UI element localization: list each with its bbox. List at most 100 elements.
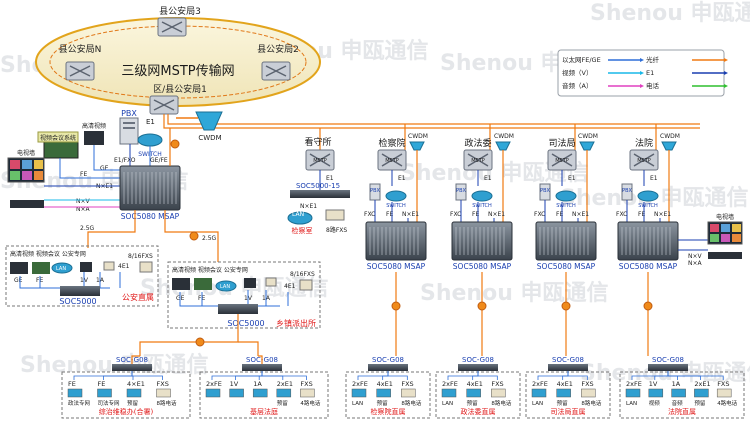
switch-label: SWITCH	[472, 203, 492, 209]
svg-text:SOC5000: SOC5000	[59, 297, 96, 306]
legend-item: 以太网FE/GE	[562, 55, 644, 64]
terminal-icon	[466, 388, 481, 398]
fxo-label: FXO	[364, 211, 376, 218]
g08-site-name: 基层法庭	[250, 407, 278, 416]
fe-label: FE	[386, 211, 393, 218]
g08-sub-label: 预留	[557, 399, 569, 407]
g08-site-name: 综治维稳办(合署)	[99, 407, 154, 416]
legend-item: 视频（V）	[562, 68, 644, 77]
svg-text:E1: E1	[146, 118, 155, 126]
svg-text:县公安局N: 县公安局N	[59, 43, 102, 55]
g08-sub-label: LAN	[352, 401, 363, 407]
g08-port-label: 4×E1	[127, 380, 145, 388]
site-frame	[619, 371, 745, 419]
g08-sub-label: 8路电话	[157, 399, 177, 407]
phone-icon	[325, 209, 345, 221]
ring-node-right: 县公安局2	[257, 43, 299, 81]
site-frame	[61, 371, 191, 419]
switch-icon	[137, 133, 163, 147]
cwdm-icon	[195, 111, 223, 131]
g08-port-label: 2xFE	[442, 380, 458, 388]
g08-site-name: 法院直属	[668, 407, 696, 416]
soc5000-device	[218, 304, 258, 314]
mstp-ring: 三级网MSTP传输网 县公安局3 县公安局N 县公安局2 区/县公安局1	[35, 5, 321, 115]
hd-camera-icon	[10, 262, 28, 274]
switch-label: SWITCH	[638, 203, 658, 209]
switch-label: SWITCH	[556, 203, 576, 209]
pbx-label: PBX	[370, 188, 380, 194]
g08-sub-label: 预留	[467, 399, 479, 407]
township-site: 高清视频 视频会议 公安专网 LAN GE FE 1V 1A 4E1 8/16F…	[139, 261, 321, 356]
lan-switch-icon	[215, 280, 237, 292]
g08-port-label: 2xE1	[694, 380, 710, 388]
e1-label: E1	[484, 175, 492, 182]
phone-icon	[299, 279, 313, 291]
legend-label: E1	[646, 69, 654, 77]
g08-port-label: FXS	[157, 380, 169, 388]
terminal-icon	[556, 388, 571, 398]
msap-label: SOC5080 MSAP	[367, 262, 426, 271]
svg-text:N×A: N×A	[688, 260, 703, 267]
fe-label: FE	[472, 211, 479, 218]
lan-switch-icon	[287, 211, 313, 225]
svg-text:LAN: LAN	[56, 266, 66, 272]
soc-g08-device	[548, 364, 588, 371]
fxo-label: FXO	[534, 211, 546, 218]
svg-text:SOC5000-15: SOC5000-15	[296, 182, 340, 190]
phone-icon	[300, 388, 315, 398]
mstp-label: MSTP	[555, 158, 569, 164]
detention-site: 看守所 MSTP E1 SOC5000-15 N×E1 LAN 8路FXS 检察…	[287, 136, 350, 235]
phone-icon	[139, 261, 153, 273]
g08-sub-label: 4路电话	[300, 399, 320, 407]
terminal-icon	[252, 388, 268, 398]
legend-item: 音频（A）	[562, 81, 644, 90]
recorder-icon	[10, 200, 44, 208]
e1-label: E1	[568, 175, 576, 182]
cwdm-label: CWDM	[494, 133, 514, 140]
g08-sub-label: 8路电话	[491, 399, 511, 407]
svg-text:N×A: N×A	[76, 206, 91, 213]
terminal-icon	[205, 388, 221, 398]
pbx-label: PBX	[540, 188, 550, 194]
svg-text:8/16FXS: 8/16FXS	[290, 271, 315, 278]
svg-text:8/16FXS: 8/16FXS	[128, 253, 153, 260]
fiber-node-icon	[189, 231, 199, 241]
g08-port-label: FXS	[300, 380, 312, 388]
terminal-icon	[351, 388, 367, 398]
svg-text:4E1: 4E1	[284, 283, 296, 290]
terminal-icon	[376, 388, 391, 398]
svg-text:看守所: 看守所	[304, 136, 331, 148]
g08-device-label: SOC-G08	[652, 356, 684, 364]
svg-text:N×V: N×V	[76, 198, 91, 205]
fe-label: FE	[638, 211, 645, 218]
svg-text:GE/FE: GE/FE	[150, 157, 168, 164]
terminal-icon	[531, 388, 547, 398]
cwdm-label: CWDM	[660, 133, 680, 140]
g08-site-name: 检察院直属	[371, 407, 406, 416]
legend-item: 光纤	[646, 55, 728, 64]
g08-sites: SOC-G08FE政法专网FE司法专网4×E1预留FXS8路电话综治维稳办(合署…	[61, 355, 745, 419]
g08-sub-label: 4路电话	[717, 399, 737, 407]
svg-text:2.5G: 2.5G	[202, 235, 217, 242]
legend-label: 光纤	[646, 55, 660, 64]
g08-port-label: 2xFE	[626, 380, 642, 388]
mstp-label: MSTP	[637, 158, 651, 164]
detention-soc5000-device	[290, 190, 350, 198]
cwdm-label: CWDM	[408, 133, 428, 140]
ring-node-top: 县公安局3	[157, 5, 201, 37]
site-frame	[199, 371, 329, 419]
legend-item: E1	[646, 69, 728, 77]
branch-msap-device	[617, 221, 679, 261]
terminal-icon	[441, 388, 457, 398]
fxo-label: FXO	[616, 211, 628, 218]
lan-switch-icon	[51, 262, 73, 274]
g08-sub-label: 预留	[127, 399, 139, 407]
phone-icon	[491, 388, 506, 398]
